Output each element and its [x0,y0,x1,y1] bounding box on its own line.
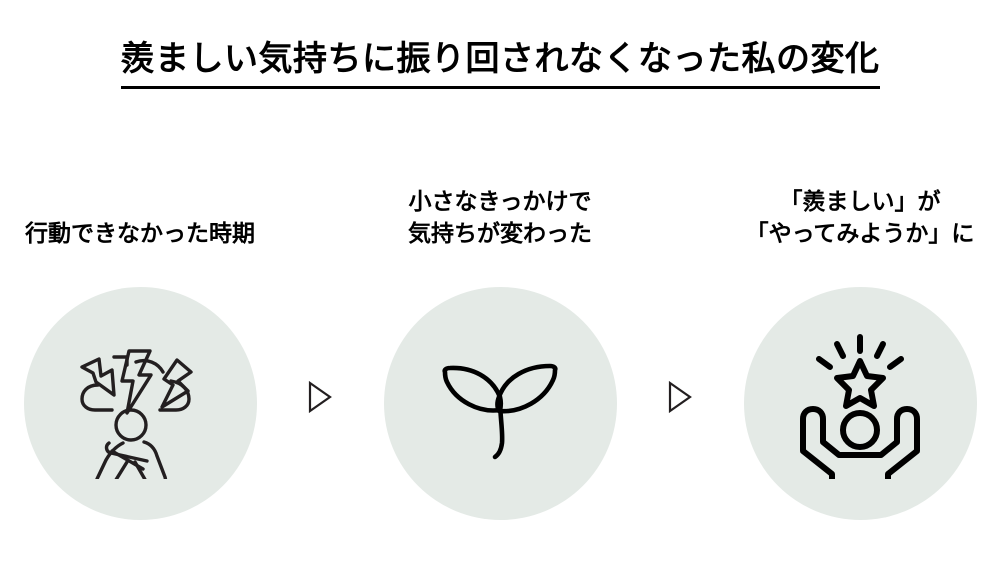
flow-step-3-icon-circle [743,287,977,520]
flow-step-2-label-line1: 小さなきっかけで [408,187,592,214]
flow-step-3-label-line1: 「羨ましい」が [779,187,941,214]
flow-separator-1 [280,150,360,540]
flow-step-3-label-line2: 「やってみようか」に [745,220,975,247]
flow-step-1: 行動できなかった時期 [0,150,280,520]
page-title: 羨ましい気持ちに振り回されなくなった私の変化 [120,38,880,89]
flow-step-1-icon-circle [23,287,257,520]
flow-step-1-label-line1: 行動できなかった時期 [25,220,255,247]
flow-step-2-label-line2: 気持ちが変わった [408,220,592,247]
page-title-container: 羨ましい気持ちに振り回されなくなった私の変化 [0,38,1000,89]
flow-step-3-label: 「羨ましい」が 「やってみようか」に [746,150,975,250]
triangle-right-arrow-icon [308,380,332,413]
person-celebrating-star-icon [800,333,920,479]
triangle-right-arrow-icon [668,380,692,413]
flow-step-2: 小さなきっかけで 気持ちが変わった [360,150,640,520]
flow-step-1-label: 行動できなかった時期 [25,150,255,250]
flow-step-3: 「羨ましい」が 「やってみようか」に [720,150,1000,520]
flow-step-2-label: 小さなきっかけで 気持ちが変わった [408,150,592,250]
flow-step-2-icon-circle [383,287,617,520]
stressed-person-storm-cloud-icon [80,348,193,479]
process-flow: 行動できなかった時期 [0,150,1000,540]
flow-separator-2 [640,150,720,540]
sprout-seedling-icon [442,363,558,459]
